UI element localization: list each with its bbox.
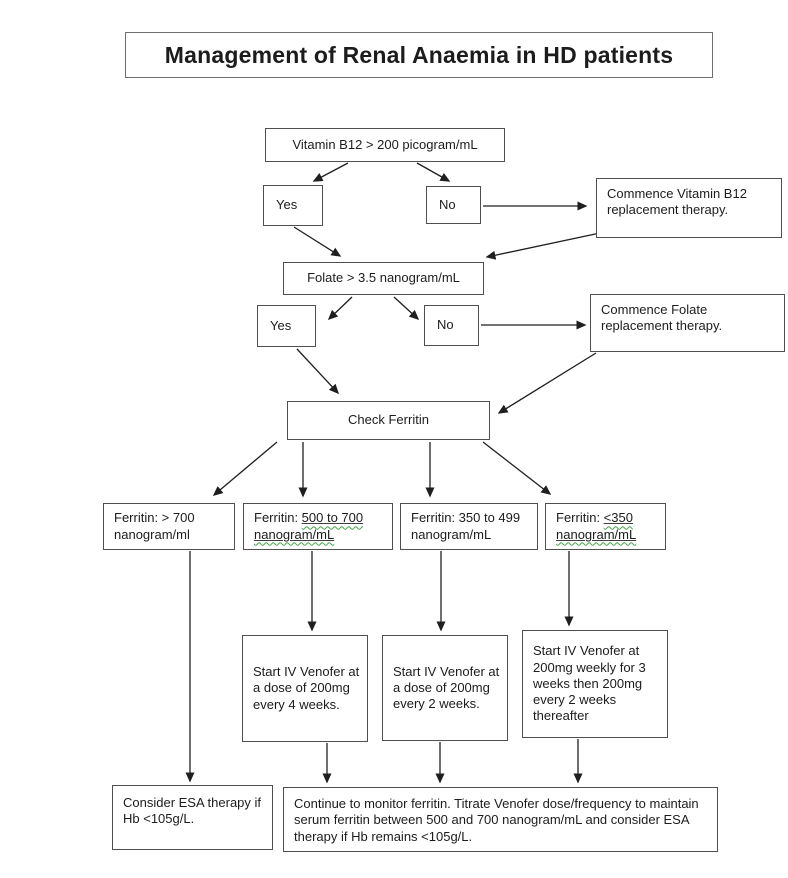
commence-folate-box: Commence Folate replacement therapy. xyxy=(590,294,785,352)
folate-yes-label: Yes xyxy=(270,317,292,333)
arrow-commence-folate-to-check-ferritin xyxy=(497,352,597,414)
venofer-q2w-box: Start IV Venofer at a dose of 200mg ever… xyxy=(382,635,508,741)
arrow-folate-to-no xyxy=(393,296,420,321)
arrow-yes-to-check-ferritin xyxy=(296,348,340,395)
monitor-ferritin-box: Continue to monitor ferritin. Titrate Ve… xyxy=(283,787,718,852)
venofer-q4w-box: Start IV Venofer at a dose of 200mg ever… xyxy=(242,635,368,742)
folate-no-label: No xyxy=(437,317,454,333)
monitor-ferritin-label: Continue to monitor ferritin. Titrate Ve… xyxy=(294,796,699,844)
ferritin-gt700-text: Ferritin: > 700 nanogram/ml xyxy=(114,510,195,542)
venofer-q2w-label: Start IV Venofer at a dose of 200mg ever… xyxy=(393,663,500,712)
consider-esa-box: Consider ESA therapy if Hb <105g/L. xyxy=(112,785,273,850)
folate-no-box: No xyxy=(424,305,479,346)
arrow-commence-b12-to-folate xyxy=(485,232,601,260)
ferritin-350-499-text: Ferritin: 350 to 499 nanogram/mL xyxy=(411,510,521,542)
vitamin-b12-check-label: Vitamin B12 > 200 picogram/mL xyxy=(292,136,478,152)
venofer-q4w-label: Start IV Venofer at a dose of 200mg ever… xyxy=(253,664,360,712)
vitamin-b12-check-box: Vitamin B12 > 200 picogram/mL xyxy=(265,128,505,162)
check-ferritin-label: Check Ferritin xyxy=(348,412,429,428)
arrow-b12-to-yes xyxy=(312,162,349,182)
commence-b12-box: Commence Vitamin B12 replacement therapy… xyxy=(596,178,782,238)
arrow-folate-to-yes xyxy=(327,296,353,321)
arrow-cf-to-gt700 xyxy=(212,441,278,496)
ferritin-500-700-prefix: Ferritin: xyxy=(254,510,302,526)
commence-b12-label: Commence Vitamin B12 replacement therapy… xyxy=(607,186,747,218)
venofer-weekly-label: Start IV Venofer at 200mg weekly for 3 w… xyxy=(533,643,646,724)
arrow-cf-to-lt350 xyxy=(482,441,552,495)
arrow-b12-to-no xyxy=(416,162,451,182)
arrow-yes-to-folate xyxy=(293,226,342,257)
b12-yes-label: Yes xyxy=(276,197,298,213)
ferritin-500-700-label: Ferritin: 500 to 700 nanogram/mL xyxy=(254,510,386,543)
folate-check-label: Folate > 3.5 nanogram/mL xyxy=(307,270,460,286)
ferritin-gt700-box: Ferritin: > 700 nanogram/ml xyxy=(103,503,235,550)
commence-folate-label: Commence Folate replacement therapy. xyxy=(601,302,723,334)
check-ferritin-box: Check Ferritin xyxy=(287,401,490,440)
ferritin-lt350-range: <350 nanogram/mL xyxy=(556,510,637,542)
ferritin-500-700-range: 500 to 700 nanogram/mL xyxy=(254,510,364,542)
b12-yes-box: Yes xyxy=(263,185,323,226)
venofer-weekly-box: Start IV Venofer at 200mg weekly for 3 w… xyxy=(522,630,668,738)
b12-no-box: No xyxy=(426,186,481,224)
ferritin-500-700-underline: 500 to 700 nanogram/mL xyxy=(254,510,363,541)
ferritin-lt350-label: Ferritin: <350 nanogram/mL xyxy=(556,510,659,543)
ferritin-lt350-box: Ferritin: <350 nanogram/mL xyxy=(545,503,666,550)
ferritin-350-499-box: Ferritin: 350 to 499 nanogram/mL xyxy=(400,503,538,550)
consider-esa-label: Consider ESA therapy if Hb <105g/L. xyxy=(123,795,262,827)
ferritin-lt350-prefix: Ferritin: xyxy=(556,510,604,526)
page-title: Management of Renal Anaemia in HD patien… xyxy=(125,32,713,78)
ferritin-lt350-underline: <350 nanogram/mL xyxy=(556,510,636,541)
ferritin-500-700-box: Ferritin: 500 to 700 nanogram/mL xyxy=(243,503,393,550)
ferritin-gt700-label: Ferritin: > 700 nanogram/ml xyxy=(114,510,228,543)
folate-check-box: Folate > 3.5 nanogram/mL xyxy=(283,262,484,295)
b12-no-label: No xyxy=(439,196,456,212)
page-title-text: Management of Renal Anaemia in HD patien… xyxy=(164,41,674,68)
folate-yes-box: Yes xyxy=(257,305,316,347)
ferritin-350-499-label: Ferritin: 350 to 499 nanogram/mL xyxy=(411,510,531,543)
